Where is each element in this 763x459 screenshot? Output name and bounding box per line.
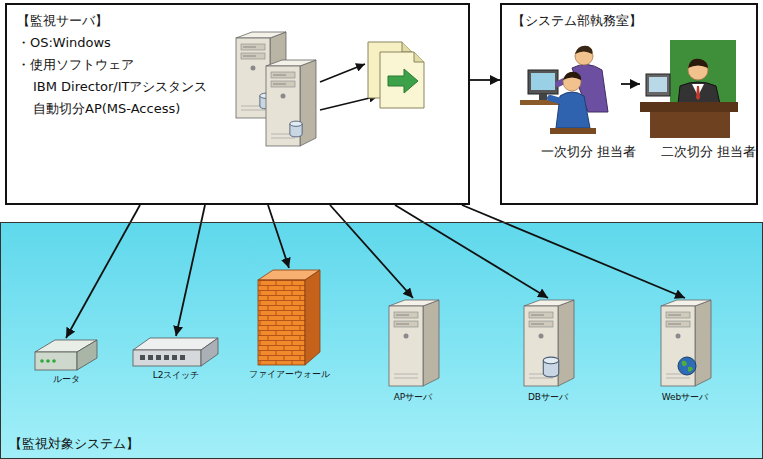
system-band: 【監視対象システム】 ルータ L2スイッチ ファイアーウォール APサーバ DBサーバ We… xyxy=(0,222,763,459)
target-servers xyxy=(389,300,711,386)
spec-text: ・OS:Windows xyxy=(17,34,458,51)
server-box: 【監視サーバ】・OS:Windows ・使用ソフトウェア IBM Director/… xyxy=(5,3,470,205)
first-staff-figure xyxy=(520,46,608,134)
device-label: ルータ xyxy=(31,374,101,385)
monitor-servers xyxy=(236,32,316,146)
server-device: APサーバ xyxy=(378,298,448,403)
spec-text: IBM Director/ITアシスタンス xyxy=(17,78,458,95)
server-device: DBサーバ xyxy=(513,298,583,403)
monitor-arrow xyxy=(268,205,289,268)
office-box: 【システム部執務室】一次切分 担当者 二次切分 担当者 xyxy=(500,3,758,205)
device-label: DBサーバ xyxy=(513,392,583,403)
staff-label: 一次切分 担当者 xyxy=(541,144,601,160)
monitor-arrow xyxy=(621,83,640,85)
staff-figure: 二次切分 担当者 xyxy=(640,40,741,164)
monitor-arrow xyxy=(66,205,140,338)
switch-figure xyxy=(133,338,218,366)
router-figure xyxy=(35,340,97,370)
monitor-arrow xyxy=(462,205,685,298)
firewall-device: ファイアーウォール xyxy=(244,268,334,380)
device-label: L2スイッチ xyxy=(131,370,221,381)
staff-figure: 一次切分 担当者 xyxy=(520,40,621,164)
device-label: APサーバ xyxy=(378,392,448,403)
band-ground xyxy=(0,222,763,459)
server-device: Webサーバ xyxy=(650,298,720,403)
firewall-figure xyxy=(258,270,320,365)
spec-text: 自動切分AP(MS-Access) xyxy=(17,100,458,117)
monitor-arrow xyxy=(330,205,413,298)
second-staff-figure xyxy=(640,40,738,138)
band-heading: 【監視対象システム】 xyxy=(9,435,754,452)
box-heading: 【システム部執務室】 xyxy=(512,12,746,29)
monitor-arrow xyxy=(395,205,548,298)
spec-text: ・使用ソフトウェア xyxy=(17,56,458,73)
staff-label: 二次切分 担当者 xyxy=(661,144,721,160)
device-label: ファイアーウォール xyxy=(244,369,334,380)
switch-device: L2スイッチ xyxy=(131,336,221,381)
router-device: ルータ xyxy=(31,338,101,385)
box-heading: 【監視サーバ】 xyxy=(17,12,458,29)
monitor-arrow xyxy=(470,79,500,81)
device-label: Webサーバ xyxy=(650,392,720,403)
monitor-arrow xyxy=(176,205,205,336)
report-document xyxy=(368,42,424,108)
